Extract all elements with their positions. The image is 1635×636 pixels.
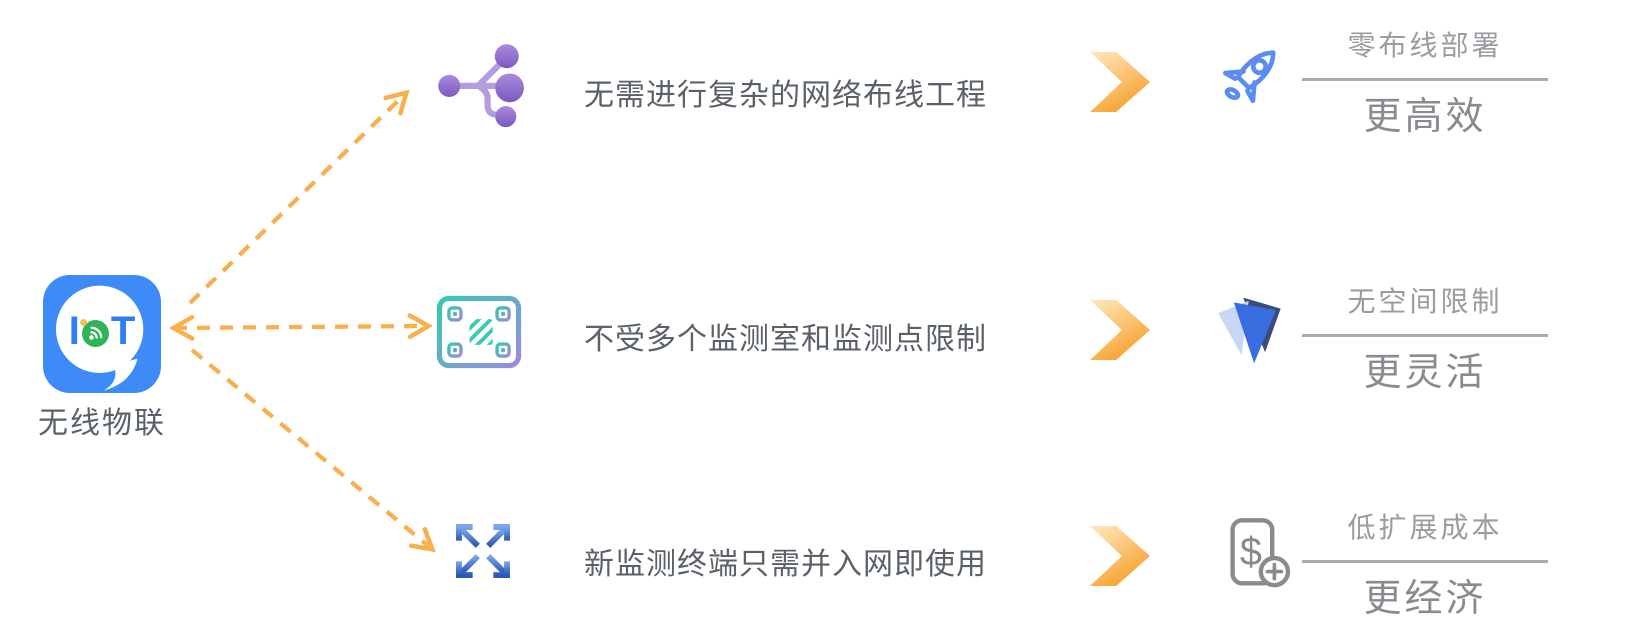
chevron-arrow-2 (1090, 300, 1150, 360)
benefit-title-3: 低扩展成本 (1347, 512, 1503, 543)
monitor-frame-icon (436, 295, 522, 369)
chevron-arrow-1 (1090, 52, 1150, 112)
benefit-title-2: 无空间限制 (1347, 286, 1503, 317)
rocket-icon (1222, 50, 1276, 104)
benefit-block-1: 零布线部署 更高效 (1300, 28, 1550, 138)
benefit-label-3: 更经济 (1363, 578, 1487, 620)
chevron-arrow-3 (1090, 526, 1150, 586)
benefit-divider-2 (1302, 334, 1548, 337)
benefit-block-2: 无空间限制 更灵活 (1300, 284, 1550, 394)
iot-app-icon: I T (43, 275, 161, 393)
benefit-divider-1 (1302, 78, 1548, 81)
expand-arrows-icon (455, 523, 511, 579)
arrow-to-feature-2 (174, 326, 428, 328)
network-nodes-icon (438, 44, 524, 128)
benefit-block-3: 低扩展成本 更经济 (1300, 510, 1550, 620)
feature-3-text: 新监测终端只需并入网即使用 (584, 548, 987, 581)
arrow-to-feature-3 (190, 348, 432, 549)
source-label: 无线物联 (38, 407, 166, 440)
benefit-label-1: 更高效 (1363, 96, 1487, 138)
iot-letter-i: I (68, 309, 80, 353)
benefit-label-2: 更灵活 (1363, 352, 1487, 394)
paper-plane-icon (1218, 297, 1281, 364)
feature-2-text: 不受多个监测室和监测点限制 (584, 323, 987, 356)
wifi-icon (79, 318, 109, 347)
iot-logo-text: I T (43, 275, 161, 387)
dollar-card-icon: $ (1230, 518, 1291, 588)
benefit-divider-3 (1302, 560, 1548, 563)
iot-letter-t: T (110, 309, 136, 353)
arrow-to-feature-1 (188, 93, 406, 305)
spark-dot (79, 318, 87, 326)
dollar-glyph: $ (1240, 530, 1262, 574)
benefit-title-1: 零布线部署 (1347, 30, 1503, 61)
feature-1-text: 无需进行复杂的网络布线工程 (584, 79, 987, 112)
